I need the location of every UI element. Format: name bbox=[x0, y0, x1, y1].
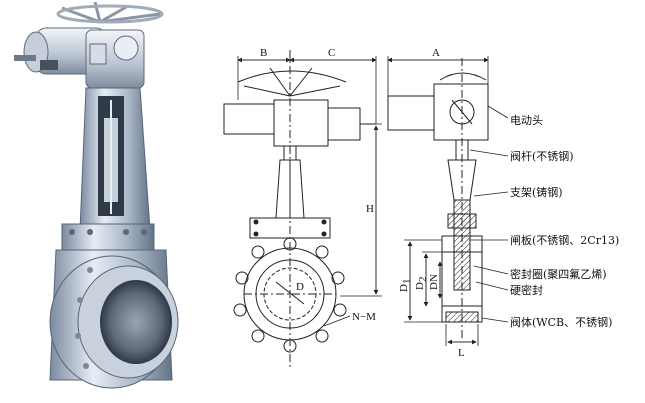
side-view-drawing bbox=[387, 58, 489, 340]
callout-bracket: 支架(铸钢) bbox=[510, 185, 563, 199]
callout-actuator: 电动头 bbox=[510, 114, 543, 127]
side-view-dimensions bbox=[387, 56, 489, 346]
dim-h-label: H bbox=[366, 203, 374, 215]
dim-c-label: C bbox=[328, 47, 335, 59]
svg-text:2: 2 bbox=[417, 277, 429, 283]
callout-stem: 阀杆(不锈钢) bbox=[510, 149, 574, 163]
dim-l-label: L bbox=[458, 347, 465, 359]
dim-nm-label: N−M bbox=[352, 311, 376, 323]
callout-body: 阀体(WCB、不锈钢) bbox=[510, 315, 612, 329]
callout-gate: 闸板(不锈钢、2Cr13) bbox=[510, 233, 619, 247]
dim-b-label: B bbox=[260, 47, 267, 59]
svg-text:D: D bbox=[398, 284, 410, 292]
dim-d2-label: D 2 bbox=[414, 277, 429, 291]
dim-d-label: D bbox=[296, 281, 304, 293]
svg-text:DN: DN bbox=[428, 274, 440, 290]
svg-text:1: 1 bbox=[401, 279, 413, 285]
callout-leaders bbox=[469, 105, 509, 323]
front-view-dimensions bbox=[237, 56, 382, 327]
dim-dn-label: DN bbox=[428, 274, 440, 290]
front-view-drawing bbox=[223, 50, 376, 370]
callout-hard-seal: 硬密封 bbox=[510, 283, 543, 297]
valve-photo bbox=[14, 1, 179, 389]
svg-text:D: D bbox=[414, 282, 426, 290]
dim-a-label: A bbox=[432, 47, 440, 59]
dim-d1-label: D 1 bbox=[398, 279, 413, 293]
callout-seal-ring: 密封圈(聚四氟乙烯) bbox=[510, 267, 607, 281]
